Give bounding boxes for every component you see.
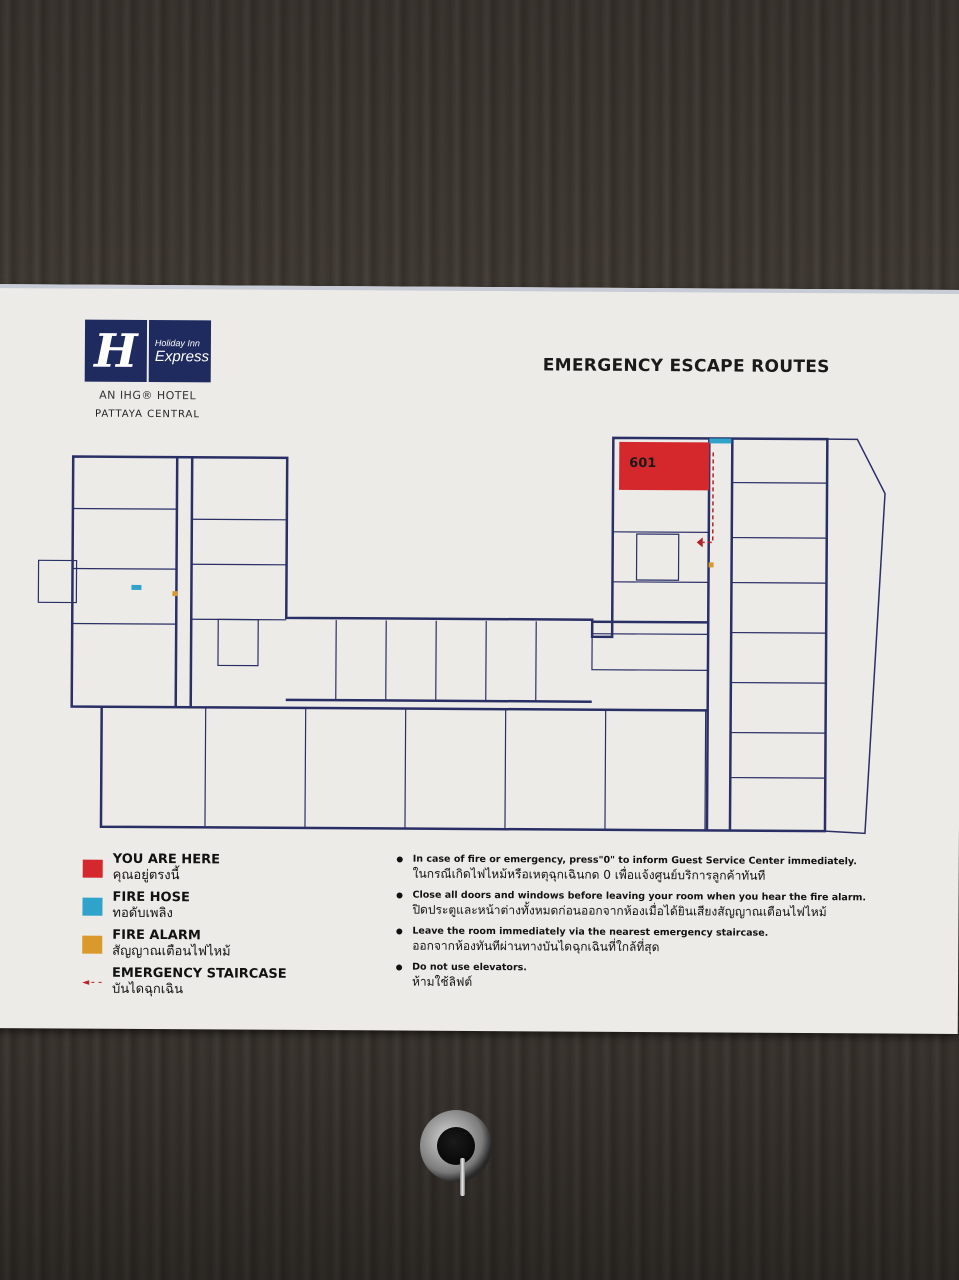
dashed-arrow-icon: ◄-- bbox=[81, 974, 104, 989]
emergency-sign: H Holiday Inn Express AN IHG® HOTEL PATT… bbox=[0, 284, 959, 1034]
legend-you-are-here: YOU ARE HERE คุณอยู่ตรงนี้ bbox=[82, 852, 288, 891]
blue-swatch-icon bbox=[82, 897, 103, 916]
room-number: 601 bbox=[629, 455, 657, 472]
instruction-item: In case of fire or emergency, press"0" t… bbox=[397, 853, 917, 886]
corridor-lines bbox=[101, 438, 734, 831]
door-viewer-lock bbox=[420, 1110, 492, 1196]
legend-fire-alarm: FIRE ALARM สัญญาณเตือนไฟไหม้ bbox=[82, 928, 287, 967]
legend: YOU ARE HERE คุณอยู่ตรงนี้ FIRE HOSE ทอด… bbox=[82, 852, 288, 1005]
red-swatch-icon bbox=[82, 859, 103, 878]
legend-emergency-staircase: ◄-- EMERGENCY STAIRCASE บันไดฉุกเฉิน bbox=[81, 965, 287, 998]
instruction-item: Close all doors and windows before leavi… bbox=[396, 889, 916, 922]
floor-plan bbox=[37, 436, 886, 835]
fire-alarm-markers bbox=[172, 562, 714, 597]
fire-hose-markers bbox=[131, 438, 732, 590]
escape-arrowhead bbox=[696, 537, 703, 548]
you-are-here-room: 601 bbox=[619, 441, 710, 491]
instruction-item: Do not use elevators. ห้ามใช้ลิฟต์ bbox=[396, 961, 916, 994]
orange-swatch-icon bbox=[82, 935, 103, 954]
instructions: In case of fire or emergency, press"0" t… bbox=[396, 853, 917, 1000]
room-walls bbox=[37, 481, 828, 831]
escape-route-arrow bbox=[702, 452, 715, 544]
instruction-item: Leave the room immediately via the neare… bbox=[396, 925, 916, 958]
right-facade bbox=[824, 438, 886, 835]
left-wing-outline bbox=[70, 436, 829, 833]
legend-fire-hose: FIRE HOSE ทอดับเพลิง bbox=[82, 890, 287, 929]
